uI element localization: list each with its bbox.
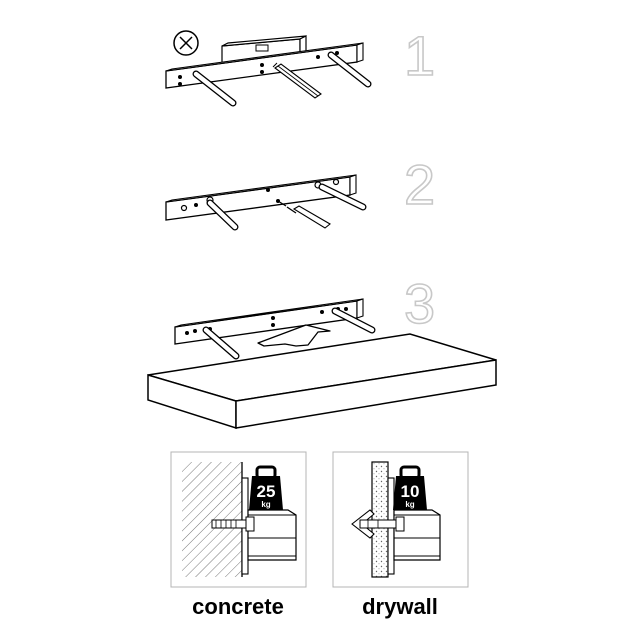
screwdriver-icon <box>286 205 331 229</box>
step-number-3: 3 <box>404 272 435 335</box>
pencil-icon <box>272 62 322 99</box>
drywall-panel: 10 kg <box>332 451 469 588</box>
concrete-panel: 25 kg <box>170 451 307 588</box>
screw-icon <box>276 199 287 207</box>
floating-shelf <box>147 333 497 430</box>
concrete-label: concrete <box>192 594 284 619</box>
wall-bracket <box>165 42 364 89</box>
wall-plug-screw <box>211 516 255 532</box>
wall-bracket <box>165 174 357 221</box>
step-3: 3 <box>147 271 497 430</box>
drywall-anchor <box>351 509 405 539</box>
weight-value: 25 <box>257 482 276 501</box>
wall-bracket <box>174 298 364 345</box>
step-1: 1 <box>165 23 436 107</box>
step-2: 2 <box>165 152 436 231</box>
up-arrow-icon <box>257 324 331 347</box>
step-number-1: 1 <box>404 24 435 87</box>
kettlebell-weight-icon: 25 kg <box>249 465 283 510</box>
support-rods <box>206 183 367 231</box>
step-number-2: 2 <box>404 153 435 216</box>
support-rods <box>192 51 372 107</box>
weight-value: 10 <box>401 482 420 501</box>
weight-unit: kg <box>261 500 270 509</box>
weight-unit: kg <box>405 500 414 509</box>
crossed-circle-icon <box>173 30 199 56</box>
support-rods <box>202 307 376 360</box>
kettlebell-weight-icon: 10 kg <box>393 465 427 510</box>
drywall-label: drywall <box>362 594 438 619</box>
